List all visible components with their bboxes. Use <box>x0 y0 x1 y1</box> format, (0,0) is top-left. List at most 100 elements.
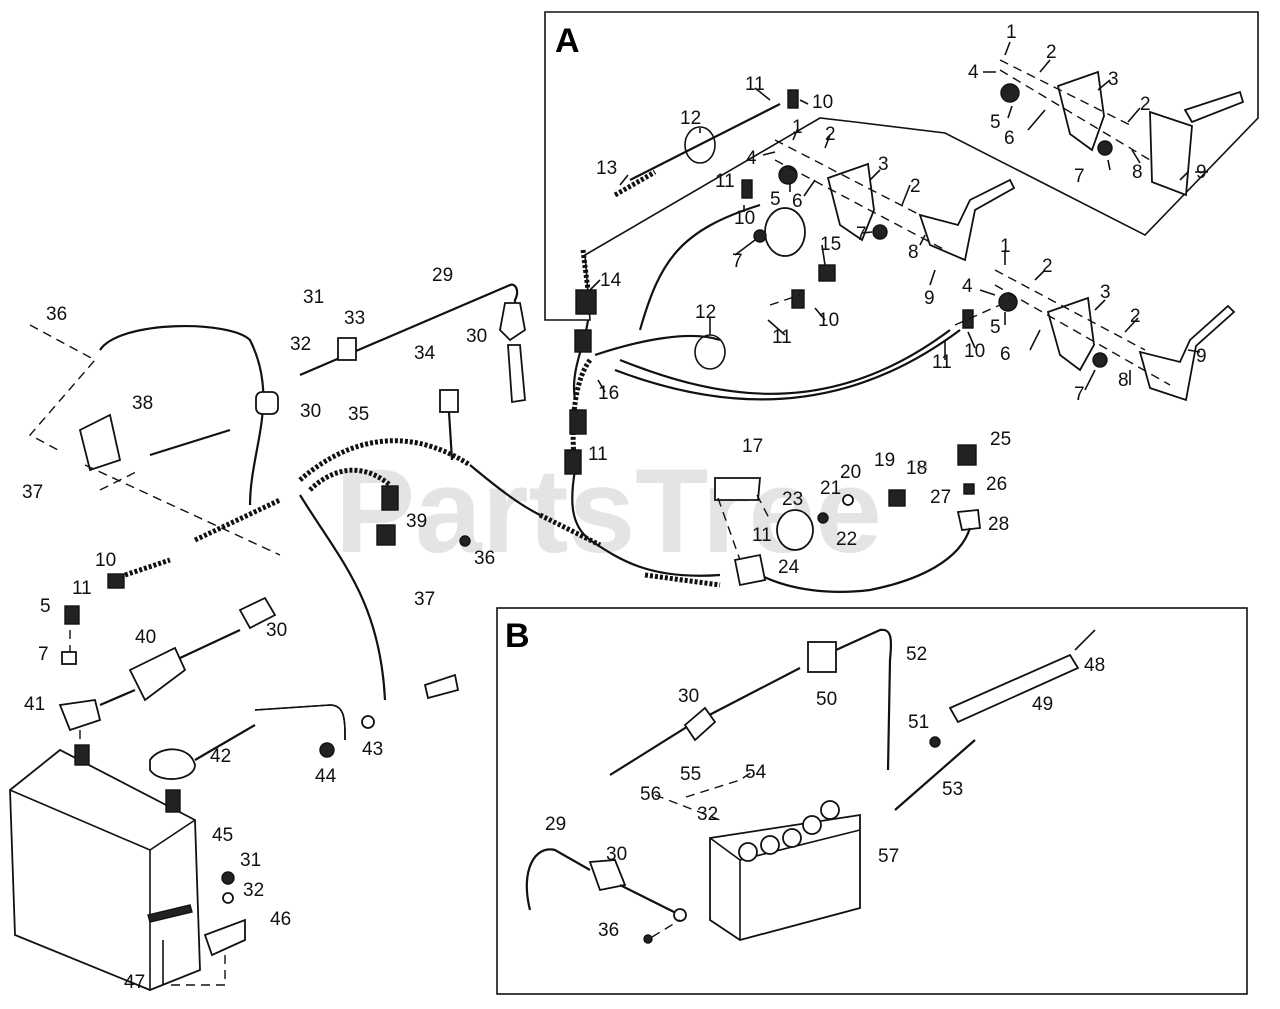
leader-lines <box>589 41 1208 393</box>
switch-plunger <box>1149 110 1193 197</box>
wire <box>149 428 231 457</box>
assembly-dash <box>999 59 1151 161</box>
callout-28: 28 <box>988 514 1009 535</box>
leader <box>589 250 1201 393</box>
terminal <box>507 344 526 404</box>
wire <box>99 688 136 707</box>
wire <box>179 629 241 659</box>
callout-11: 11 <box>588 444 608 465</box>
switch-body <box>1000 83 1020 103</box>
callout-54: 54 <box>745 762 767 783</box>
callout-6: 6 <box>1004 128 1015 149</box>
inset-a-border <box>544 11 1259 321</box>
callout-37: 37 <box>414 589 435 610</box>
callout-9: 9 <box>1196 162 1207 183</box>
callout-12: 12 <box>695 302 716 323</box>
callout-3: 3 <box>1100 282 1111 303</box>
callout-3: 3 <box>1108 69 1119 90</box>
callout-31: 31 <box>303 287 324 308</box>
dash <box>654 769 756 821</box>
washer-32 <box>222 892 234 904</box>
cable-42-core <box>254 704 346 741</box>
callout-8: 8 <box>1118 370 1129 391</box>
callout-4: 4 <box>968 62 979 83</box>
callout-57: 57 <box>878 846 899 867</box>
switch-lever <box>918 178 1016 262</box>
callout-11: 11 <box>772 327 792 348</box>
screw-36 <box>459 535 471 547</box>
dash <box>769 294 801 306</box>
callout-10: 10 <box>818 310 839 331</box>
clip-10 <box>962 309 974 329</box>
callout-11: 11 <box>715 171 735 192</box>
watermark-tm: TM <box>908 457 928 473</box>
conduit <box>644 572 721 588</box>
connector-11 <box>564 449 582 475</box>
switch-25 <box>957 444 977 466</box>
harness-35 <box>298 438 472 482</box>
callout-36: 36 <box>598 920 619 941</box>
clip-10 <box>791 289 805 309</box>
switch-bracket <box>1056 70 1105 152</box>
callout-34: 34 <box>414 343 436 364</box>
edge <box>149 819 196 851</box>
callout-56: 56 <box>640 784 661 805</box>
connector <box>439 389 459 413</box>
callout-10: 10 <box>95 550 116 571</box>
callout-3: 3 <box>878 154 889 175</box>
callout-32: 32 <box>697 804 718 825</box>
callout-30: 30 <box>606 844 627 865</box>
harness-wire <box>469 464 541 516</box>
callout-41: 41 <box>24 694 45 715</box>
conduit <box>538 512 602 548</box>
callout-2: 2 <box>1046 42 1057 63</box>
callout-21: 21 <box>820 478 841 499</box>
nut-21 <box>817 512 829 524</box>
spring-13 <box>613 169 657 198</box>
edge <box>9 789 151 851</box>
grommet-12 <box>684 126 716 164</box>
nut <box>753 229 767 243</box>
nut <box>1092 352 1108 368</box>
callout-5: 5 <box>40 596 51 617</box>
clip-26 <box>963 483 975 495</box>
callout-4: 4 <box>746 148 757 169</box>
cable-42 <box>254 704 346 741</box>
callout-23: 23 <box>782 489 803 510</box>
callout-6: 6 <box>1000 344 1011 365</box>
switch-body <box>778 165 798 185</box>
wire-28 <box>759 527 972 593</box>
connector-24 <box>733 553 767 587</box>
clip-10 <box>741 179 753 199</box>
battery-body <box>9 748 201 991</box>
dash <box>717 494 771 561</box>
callout-4: 4 <box>962 276 973 297</box>
callout-31: 31 <box>240 850 261 871</box>
spring <box>124 557 171 578</box>
dash <box>28 324 281 556</box>
harness-wire <box>299 494 387 701</box>
cell-cap <box>760 835 780 855</box>
connector <box>381 485 399 511</box>
washer-43 <box>361 715 375 729</box>
holddown-49 <box>948 653 1080 724</box>
holder-17 <box>714 477 761 501</box>
cable-29 <box>299 283 519 377</box>
callout-50: 50 <box>816 689 837 710</box>
callout-36: 36 <box>46 304 67 325</box>
callout-51: 51 <box>908 712 929 733</box>
callout-44: 44 <box>315 766 337 787</box>
callout-5: 5 <box>770 189 781 210</box>
connector-11 <box>569 409 587 435</box>
bolt <box>423 673 460 700</box>
callout-1: 1 <box>1000 236 1011 257</box>
callout-49: 49 <box>1032 694 1053 715</box>
callout-55: 55 <box>680 764 701 785</box>
callout-53: 53 <box>942 779 963 800</box>
nut <box>872 224 888 240</box>
harness-wire <box>308 467 392 492</box>
grommet-12 <box>694 334 726 370</box>
light-18 <box>888 489 906 507</box>
